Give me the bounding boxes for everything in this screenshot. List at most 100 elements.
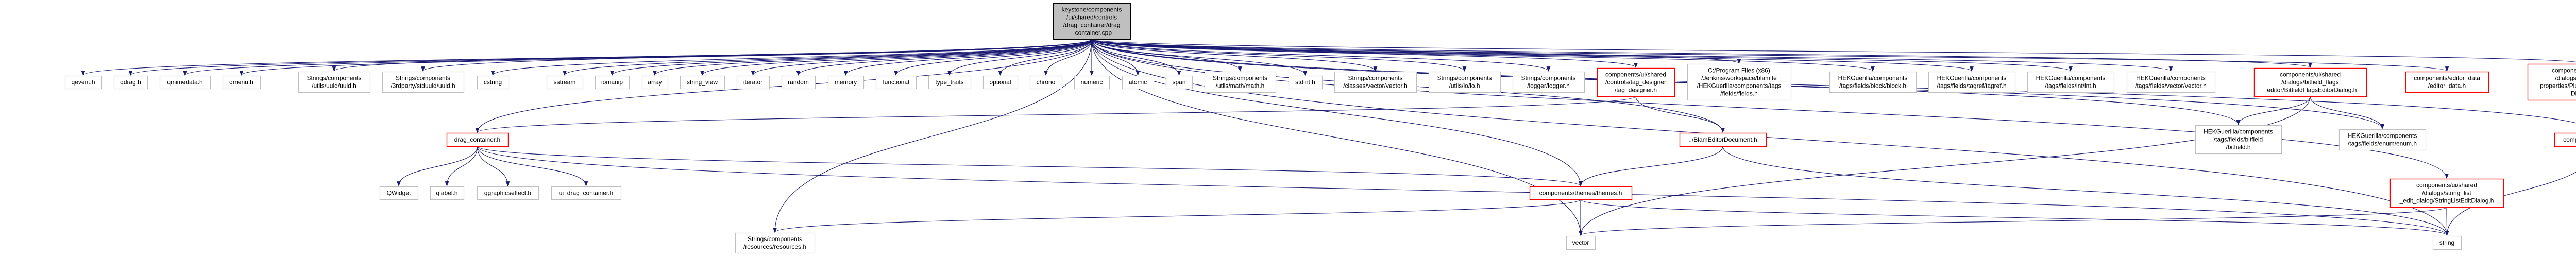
edge-root-to-fvector [1091,39,2173,72]
node-block[interactable]: HEKGuerilla/components/tags/fields/block… [1829,71,1917,93]
node-label: span [1172,79,1185,86]
node-blam[interactable]: ../BlamEditorDocument.h [1679,132,1767,147]
edge-root-to-random [796,39,1092,76]
node-tag-designer[interactable]: components/ui/shared/controls/tag_design… [1597,67,1675,97]
node-ui-drag[interactable]: ui_drag_container.h [551,186,622,200]
node-box [781,75,816,90]
node-stringlist[interactable]: components/ui/shared/dialogs/string_list… [2389,178,2504,208]
edge-root-to-memory [843,39,1092,76]
node-label: drag_container.h [454,136,500,143]
node-qevent[interactable]: qevent.h [64,75,103,90]
edge-drag_container-to-themes [477,146,1583,186]
node-memory[interactable]: memory [827,75,865,90]
node-editor-data[interactable]: components/editor_data/editor_data.h [2405,71,2489,93]
node-box [1428,71,1501,93]
node-enum[interactable]: HEKGuerilla/components/tags/fields/enum/… [2338,129,2427,151]
node-io[interactable]: Strings/components/utils/io/io.h [1428,71,1501,93]
node-label: qdrag.h [120,79,141,86]
node-stdint[interactable]: stdint.h [1288,75,1323,90]
node-fvector[interactable]: HEKGuerilla/components/tags/fields/vecto… [2126,71,2216,93]
node-random[interactable]: random [781,75,816,90]
node-resources[interactable]: Strings/components/resources/resources.h [735,232,816,254]
edge-root-to-plugin [1091,39,2576,62]
node-box [159,75,211,90]
node-optional[interactable]: optional [982,75,1019,90]
node-box [1053,3,1131,40]
node-qlabel[interactable]: qlabel.h [430,186,465,200]
edge-root-to-logger [1091,39,1551,72]
node-qmimedata[interactable]: qmimedata.h [159,75,211,90]
edge-root-to-stringlist [1091,39,2449,179]
edge-root-to-io [1091,39,1467,72]
node-cstring[interactable]: cstring [477,75,510,90]
node-functional[interactable]: functional [875,75,917,90]
node-label: vector [1572,239,1589,246]
node-sstream[interactable]: sstream [546,75,584,90]
edge-root-to-bitfield_dlg [1091,39,2312,68]
node-logger[interactable]: Strings/components/logger/logger.h [1512,71,1585,93]
node-utils[interactable]: components/utils/utils.h [2554,132,2576,147]
node-bitfield[interactable]: HEKGuerilla/components/tags/fields/bitfi… [2195,125,2282,155]
node-box [1512,71,1585,93]
node-tagref[interactable]: HEKGuerilla/components/tags/fields/tagre… [1928,71,2016,93]
node-iterator[interactable]: iterator [736,75,770,90]
node-uuid[interactable]: Strings/components/utils/uuid/uuid.h [298,71,371,93]
node-label: /controls/tag_designer [1605,79,1666,86]
node-int[interactable]: HEKGuerilla/components/tags/fields/int/i… [2027,71,2115,93]
node-box [680,75,725,90]
node-iomanip[interactable]: iomanip [595,75,630,90]
node-box [1029,75,1063,90]
edge-blam-to-themes [1579,146,1723,186]
node-box [546,75,584,90]
node-box [1288,75,1323,90]
node-cvector[interactable]: Strings/components/classes/vector/vector… [1334,71,1417,93]
node-box [982,75,1019,90]
node-box [477,186,539,200]
edge-root-to-string_view [700,39,1092,76]
node-label: _properties/PluginFieldProperties [2536,82,2576,90]
node-label: keystone/components [1062,6,1122,13]
node-chrono[interactable]: chrono [1029,75,1063,90]
node-type-traits[interactable]: type_traits [928,75,972,90]
node-fields[interactable]: C:/Program Files (x86)/Jenkins/workspace… [1687,63,1792,101]
node-label: Strings/components [748,235,802,243]
node-label: Strings/components [1521,75,1575,82]
node-label: qlabel.h [436,190,457,197]
node-numeric[interactable]: numeric [1074,75,1110,90]
node-box [446,132,509,147]
node-plugin[interactable]: components/ui/shared/dialogs/plugin_fiel… [2527,63,2576,101]
node-span[interactable]: span [1165,75,1193,90]
node-vector[interactable]: vector [1566,235,1596,250]
node-box [113,75,148,90]
edge-root-to-qmimedata [183,39,1092,76]
node-stduuid[interactable]: Strings/components/3rdparty/stduuid/uuid… [382,71,465,93]
node-themes[interactable]: components/themes/themes.h [1529,186,1633,200]
node-qgraphicseffect[interactable]: qgraphicseffect.h [477,186,539,200]
node-label: Strings/components [1437,75,1492,82]
node-box [1204,71,1277,93]
node-label: array [648,79,662,86]
node-atomic[interactable]: atomic [1122,75,1155,90]
node-label: /dialogs/plugin_field [2555,75,2576,82]
node-bitfield-dlg[interactable]: components/ui/shared/dialogs/bitfield_fl… [2253,67,2367,97]
node-label: Dialog.h [2571,90,2576,97]
node-qmenu[interactable]: qmenu.h [222,75,261,90]
node-qdrag[interactable]: qdrag.h [113,75,148,90]
node-label: /3rdparty/stduuid/uuid.h [391,82,455,90]
node-box [735,232,816,254]
node-drag-container[interactable]: drag_container.h [446,132,509,147]
edge-root-to-int [1091,39,2073,72]
edge-drag_container-to-string [477,146,2449,236]
node-math[interactable]: Strings/components/utils/math/math.h [1204,71,1277,93]
node-label: HEKGuerilla/components [2036,75,2106,82]
node-string[interactable]: string [2432,235,2462,250]
edge-root-to-qevent [81,39,1092,76]
node-qwidget[interactable]: QWidget [379,186,419,200]
node-label: Strings/components [1348,75,1402,82]
node-label: ../BlamEditorDocument.h [1688,136,1757,143]
node-label: components/themes/themes.h [1539,190,1622,197]
node-box [641,75,669,90]
node-array[interactable]: array [641,75,669,90]
edge-drag_container-to-qlabel [445,146,478,186]
node-string-view[interactable]: string_view [680,75,725,90]
